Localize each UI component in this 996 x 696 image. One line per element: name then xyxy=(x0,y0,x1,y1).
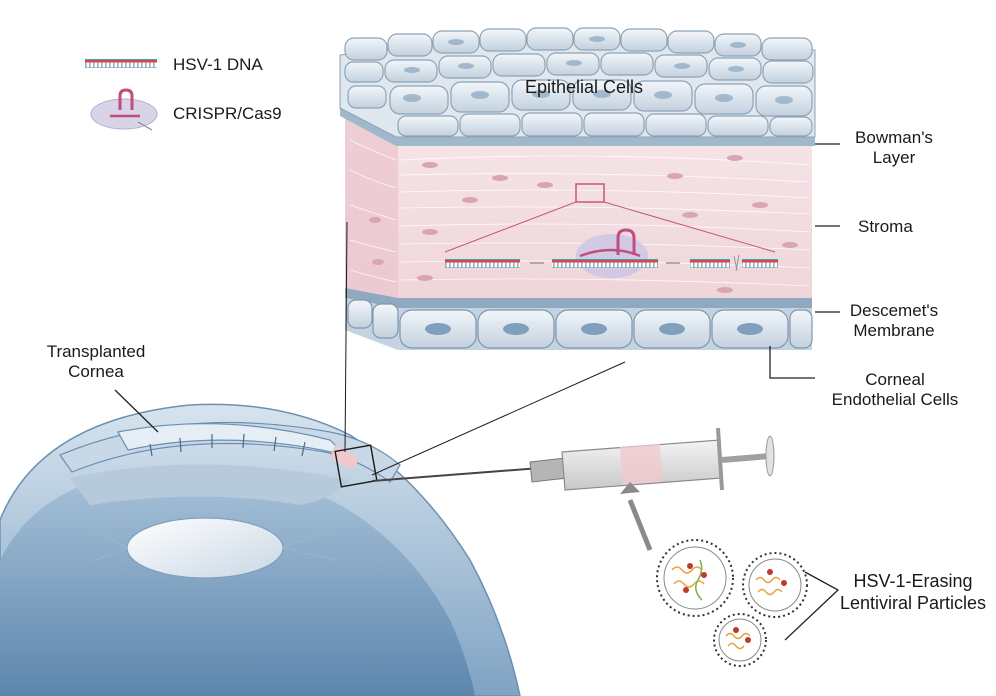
legend-cas9-label: CRISPR/Cas9 xyxy=(173,104,282,123)
intact-dna xyxy=(445,259,520,268)
dna-legend-icon xyxy=(85,59,157,68)
label-leaders xyxy=(769,143,840,379)
transplanted-leader xyxy=(114,389,159,433)
needle-hub xyxy=(529,457,568,483)
stroma-side-face xyxy=(345,115,398,300)
transplanted-line-1: Transplanted xyxy=(46,342,146,361)
endothelial-label: Corneal Endothelial Cells xyxy=(815,370,975,410)
endothelial-line-2: Endothelial Cells xyxy=(831,390,959,409)
bowmans-line-2: Layer xyxy=(872,148,916,167)
transplanted-line-2: Cornea xyxy=(68,362,124,381)
legend xyxy=(85,59,158,131)
descemets-membrane xyxy=(345,288,812,308)
lentiviral-particles-label: HSV-1-Erasing Lentiviral Particles xyxy=(838,570,988,614)
lentiviral-particles xyxy=(656,539,840,667)
needle xyxy=(371,467,541,482)
bowmans-layer-label: Bowman's Layer xyxy=(846,128,942,168)
stroma-label: Stroma xyxy=(858,217,913,236)
plunger-rod xyxy=(721,453,771,463)
dna-cleavage-process xyxy=(445,228,778,278)
magnifier-square xyxy=(334,444,378,488)
finger-flange xyxy=(716,427,724,491)
plunger-thumb xyxy=(765,435,775,477)
eye-interior xyxy=(0,468,475,696)
particle-2 xyxy=(742,552,808,618)
eye-cross-section xyxy=(0,403,521,696)
zoom-box xyxy=(575,183,605,203)
cas9-legend-icon xyxy=(90,88,158,131)
epithelial-cells-label: Epithelial Cells xyxy=(525,77,644,97)
endothelial-layer xyxy=(345,298,813,350)
cleaved-dna-left xyxy=(690,259,730,268)
legend-dna-label: HSV-1 DNA xyxy=(173,55,263,74)
cornea-tissue-block xyxy=(339,27,840,379)
descemets-line-2: Membrane xyxy=(853,321,935,340)
epithelial-layer xyxy=(339,27,816,138)
particles-bracket xyxy=(784,571,840,641)
particles-line-2: Lentiviral Particles xyxy=(839,593,987,613)
particle-1 xyxy=(656,539,734,617)
anterior-chamber xyxy=(70,464,350,505)
transplanted-cornea-label: Transplanted Cornea xyxy=(28,342,164,382)
keratocytes xyxy=(369,155,798,293)
magnifier-lines xyxy=(344,221,626,476)
particles-line-1: HSV-1-Erasing xyxy=(853,571,973,591)
descemets-label: Descemet's Membrane xyxy=(832,301,956,341)
descemets-line-1: Descemet's xyxy=(849,301,939,320)
zoom-lines xyxy=(444,201,776,253)
endothelial-line-1: Corneal xyxy=(865,370,925,389)
loading-arrow-head xyxy=(620,482,640,494)
zonules xyxy=(94,529,336,561)
syringe xyxy=(371,427,775,491)
sutures xyxy=(149,433,306,457)
bowmans-layer xyxy=(340,108,815,146)
particle-3 xyxy=(713,613,767,667)
targeted-dna xyxy=(552,259,658,268)
bowmans-line-1: Bowman's xyxy=(855,128,933,147)
lens xyxy=(126,517,284,579)
syringe-fluid xyxy=(620,444,662,485)
cleaved-dna-right xyxy=(742,259,778,268)
loading-arrow xyxy=(627,499,653,551)
